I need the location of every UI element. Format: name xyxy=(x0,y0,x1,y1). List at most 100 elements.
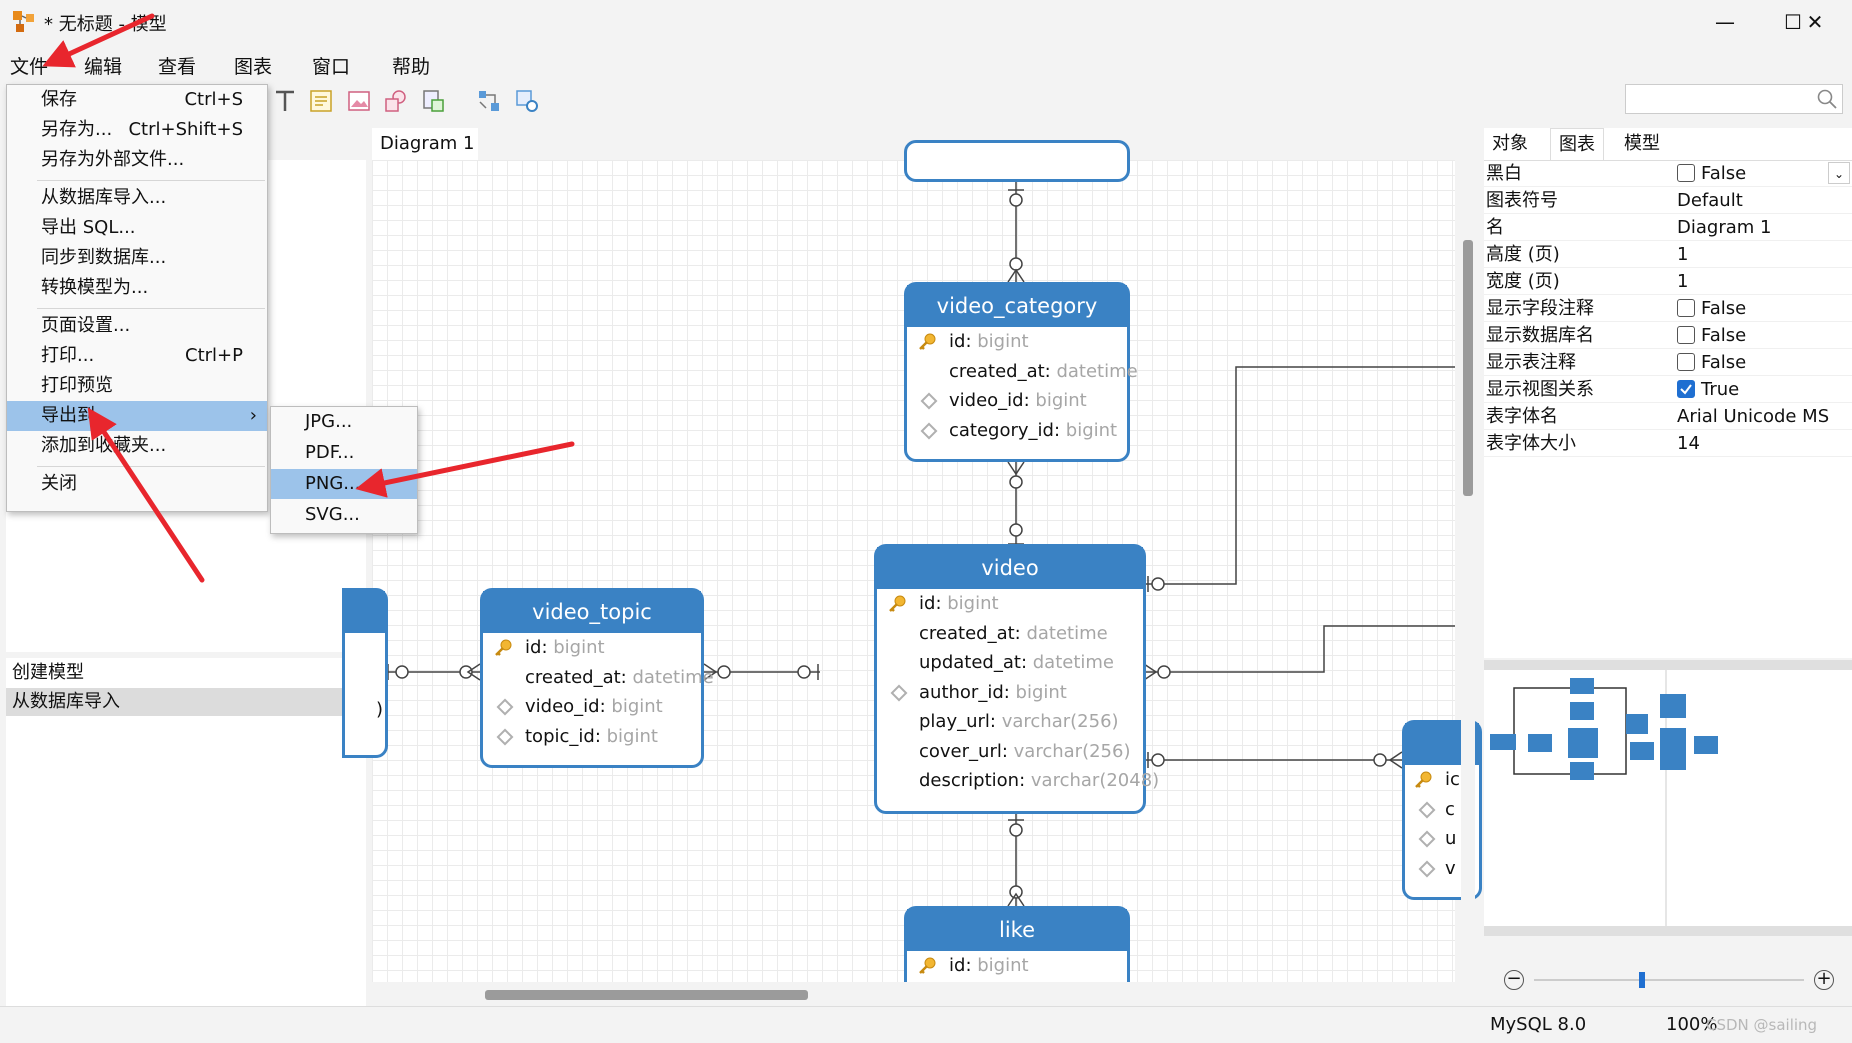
menu-item-export-to[interactable]: 导出到› xyxy=(7,401,267,431)
menu-item-save-as[interactable]: 另存为...Ctrl+Shift+S xyxy=(41,119,243,140)
diagram-overview[interactable] xyxy=(1484,660,1852,936)
foreign-key-icon xyxy=(920,392,938,410)
prop-row-black-white[interactable]: 黑白 False ⌄ xyxy=(1484,160,1852,187)
menu-item-export-sql[interactable]: 导出 SQL... xyxy=(41,217,136,238)
menu-window[interactable]: 窗口 xyxy=(312,56,351,78)
menu-diagram[interactable]: 图表 xyxy=(234,56,273,78)
primary-key-icon xyxy=(919,957,936,974)
menu-item-sync-to-db[interactable]: 同步到数据库... xyxy=(41,247,167,268)
dropdown-chevron-icon[interactable]: ⌄ xyxy=(1828,162,1850,184)
menu-item-close[interactable]: 关闭 xyxy=(41,473,77,494)
chevron-right-icon: › xyxy=(249,405,257,426)
menu-file[interactable]: 文件 xyxy=(10,56,49,78)
overview-minimap xyxy=(1490,670,1718,926)
export-submenu: JPG... PDF... PNG... SVG... xyxy=(270,406,418,534)
prop-row-width[interactable]: 宽度 (页) 1 xyxy=(1484,268,1852,295)
menu-help[interactable]: 帮助 xyxy=(392,56,431,78)
image-tool-icon[interactable] xyxy=(346,88,372,114)
menu-edit[interactable]: 编辑 xyxy=(84,56,123,78)
checkbox-show-view-relation-checked-icon[interactable] xyxy=(1677,380,1695,398)
menu-item-print[interactable]: 打印...Ctrl+P xyxy=(41,345,243,366)
minimize-button[interactable]: — xyxy=(1715,10,1735,34)
foreign-key-icon xyxy=(920,422,938,439)
zoom-slider-track[interactable] xyxy=(1534,979,1804,981)
maximize-button[interactable]: ☐ xyxy=(1784,10,1802,34)
search-input[interactable] xyxy=(1625,84,1843,114)
layer-tool-icon[interactable] xyxy=(420,88,446,114)
properties-panel xyxy=(1484,128,1852,658)
field-row: video_id: bigint xyxy=(483,692,701,722)
menu-view[interactable]: 查看 xyxy=(158,56,197,78)
prop-row-notation[interactable]: 图表符号 Default xyxy=(1484,187,1852,214)
menu-item-print-preview[interactable]: 打印预览 xyxy=(41,375,113,396)
submenu-item-svg[interactable]: SVG... xyxy=(305,504,360,525)
prop-row-table-font[interactable]: 表字体名 Arial Unicode MS xyxy=(1484,403,1852,430)
zoom-slider-thumb[interactable] xyxy=(1639,972,1645,988)
prop-row-show-table-comment[interactable]: 显示表注释 False xyxy=(1484,349,1852,376)
close-button[interactable]: ✕ xyxy=(1806,10,1824,34)
title-bar xyxy=(0,0,1852,44)
tab-diagram[interactable]: 图表 xyxy=(1550,128,1604,160)
menu-item-save-as-external[interactable]: 另存为外部文件... xyxy=(41,149,185,170)
field-row: video_id: bigint xyxy=(907,386,1127,416)
checkbox-show-table-comment[interactable] xyxy=(1677,353,1695,371)
zoom-out-icon[interactable]: − xyxy=(1504,970,1524,990)
diagram-canvas[interactable]: video_category id: bigint created_at: da… xyxy=(342,140,1482,1026)
checkbox-show-db-name[interactable] xyxy=(1677,326,1695,344)
entity-video[interactable]: video id: bigint created_at: datetime up… xyxy=(874,544,1159,814)
task-import-from-db[interactable]: 从数据库导入 xyxy=(6,688,366,716)
submenu-item-png[interactable]: PNG... xyxy=(271,469,417,499)
vertical-scrollbar-thumb[interactable] xyxy=(1463,240,1473,496)
entity-title: video_topic xyxy=(483,591,701,633)
auto-layout-icon[interactable] xyxy=(476,88,502,114)
primary-key-icon xyxy=(919,333,936,350)
checkbox-black-white[interactable] xyxy=(1677,164,1695,182)
field-row: id: bigint xyxy=(907,951,1127,981)
menu-item-convert-model[interactable]: 转换模型为... xyxy=(41,277,149,298)
entity-video-topic[interactable]: video_topic id: bigint created_at: datet… xyxy=(480,588,714,768)
status-db-type: MySQL 8.0 xyxy=(1490,1014,1587,1035)
field-row: created_at: datetime xyxy=(525,666,714,688)
shape-tool-icon[interactable] xyxy=(383,88,409,114)
foreign-key-icon xyxy=(1418,801,1436,818)
tab-diagram-1[interactable]: Diagram 1 xyxy=(372,128,478,160)
menu-item-import-from-db[interactable]: 从数据库导入... xyxy=(41,187,167,208)
entity-partial-left[interactable]: ) xyxy=(342,588,388,758)
checkbox-show-field-comment[interactable] xyxy=(1677,299,1695,317)
field-row: category_id: bigint xyxy=(907,416,1127,446)
prop-row-table-font-size[interactable]: 表字体大小 14 xyxy=(1484,430,1852,457)
prop-row-show-db-name[interactable]: 显示数据库名 False xyxy=(1484,322,1852,349)
primary-key-icon xyxy=(1415,771,1432,788)
field-row: author_id: bigint xyxy=(877,678,1143,708)
entity-partial-top[interactable] xyxy=(904,140,1130,182)
field-row: topic_id: bigint xyxy=(483,722,701,752)
field-row: updated_at: datetime xyxy=(919,652,1114,673)
zoom-in-icon[interactable]: + xyxy=(1814,970,1834,990)
primary-key-icon xyxy=(495,639,512,656)
relationship-lines xyxy=(372,180,1455,907)
field-row: id: bigint xyxy=(877,589,1143,619)
prop-row-height[interactable]: 高度 (页) 1 xyxy=(1484,241,1852,268)
menu-item-add-favorite[interactable]: 添加到收藏夹... xyxy=(41,435,167,456)
zoom-fit-icon[interactable] xyxy=(514,88,540,114)
watermark: CSDN @sailing xyxy=(1706,1016,1818,1034)
submenu-item-jpg[interactable]: JPG... xyxy=(305,411,353,432)
tab-model[interactable]: 模型 xyxy=(1624,133,1660,154)
foreign-key-icon xyxy=(890,684,908,701)
primary-key-icon xyxy=(889,595,906,612)
note-tool-icon[interactable] xyxy=(308,88,334,114)
prop-row-show-field-comment[interactable]: 显示字段注释 False xyxy=(1484,295,1852,322)
task-create-model[interactable]: 创建模型 xyxy=(12,662,84,683)
submenu-item-pdf[interactable]: PDF... xyxy=(305,442,355,463)
prop-row-name[interactable]: 名 Diagram 1 xyxy=(1484,214,1852,241)
tab-objects[interactable]: 对象 xyxy=(1492,133,1528,154)
foreign-key-icon xyxy=(496,728,514,745)
text-tool-icon[interactable] xyxy=(272,88,298,114)
entity-title: like xyxy=(907,909,1127,951)
prop-row-show-view-relation[interactable]: 显示视图关系 True xyxy=(1484,376,1852,403)
horizontal-scrollbar-thumb[interactable] xyxy=(485,990,808,1000)
menu-item-page-setup[interactable]: 页面设置... xyxy=(41,315,131,336)
entity-video-category[interactable]: video_category id: bigint created_at: da… xyxy=(904,282,1138,462)
